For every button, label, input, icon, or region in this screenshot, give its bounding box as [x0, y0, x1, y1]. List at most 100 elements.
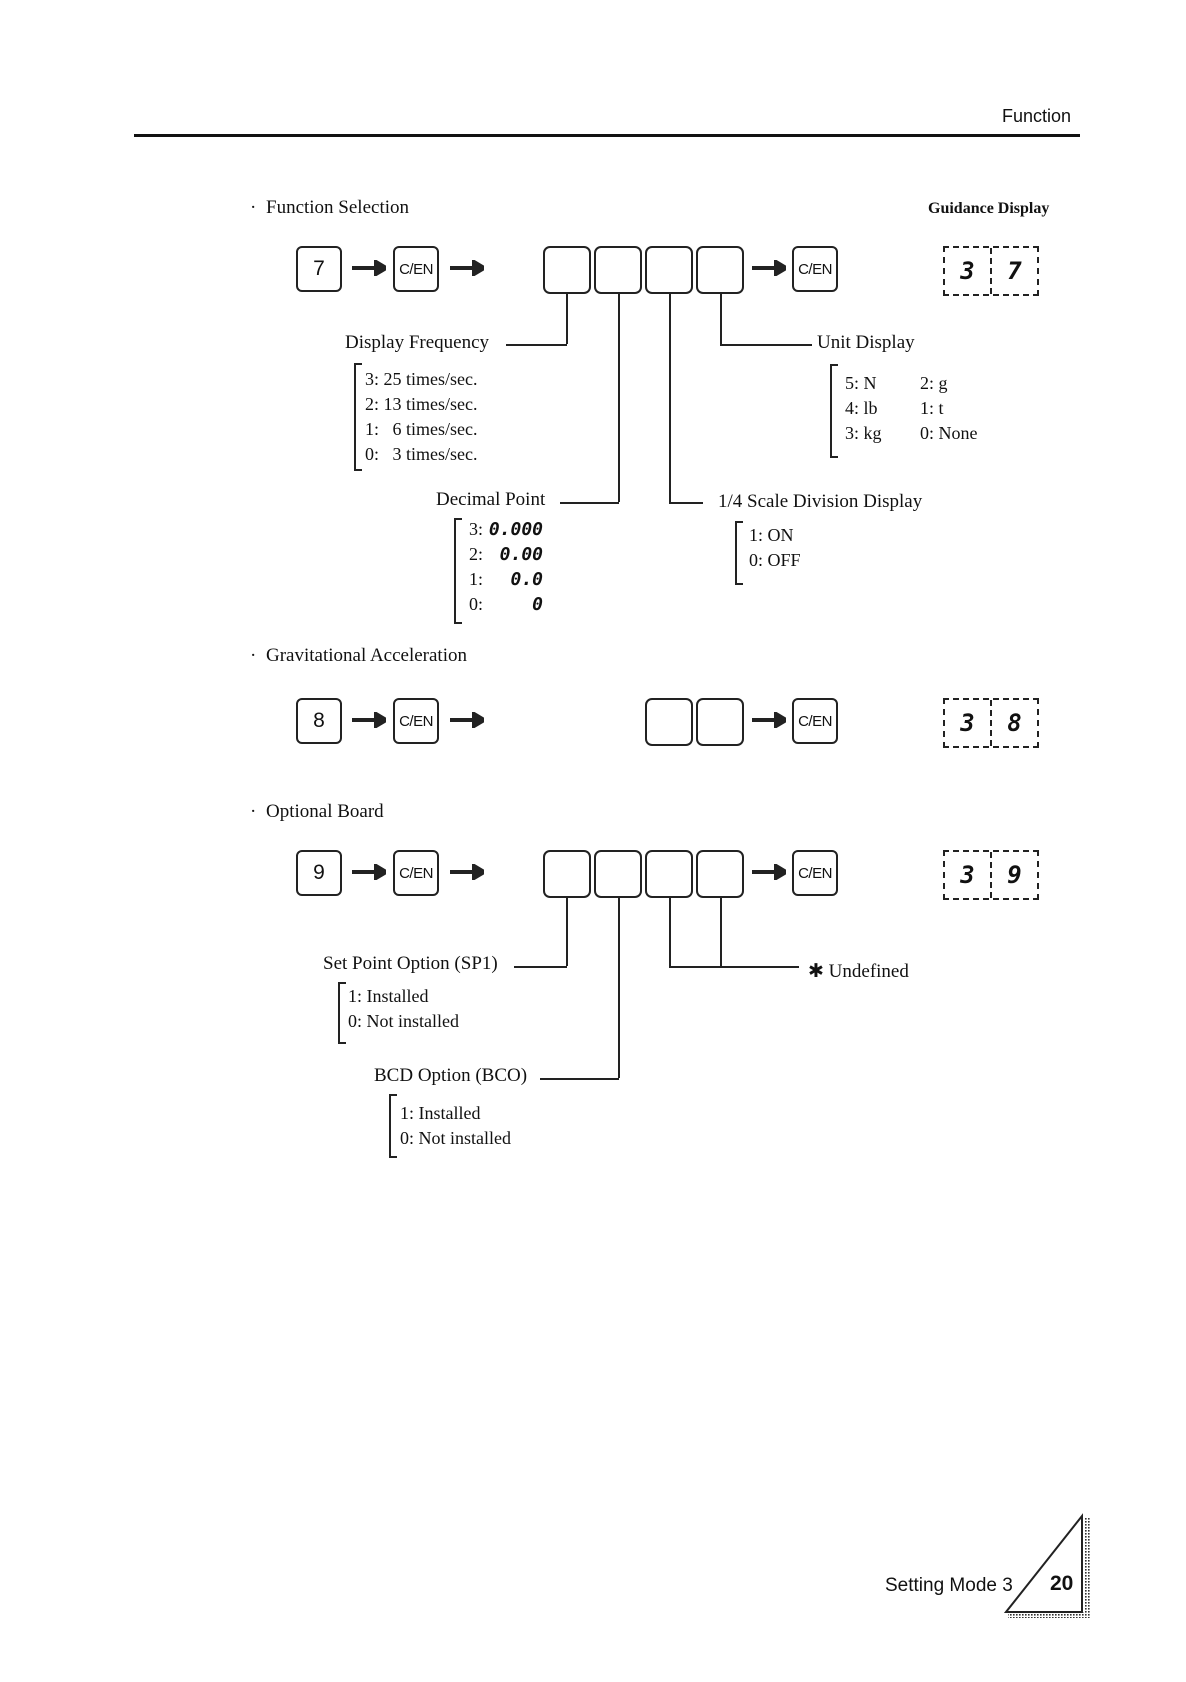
option: 1: t — [920, 398, 944, 418]
connector-line — [669, 898, 671, 966]
arrow-icon — [752, 864, 786, 880]
footer-chapter: Setting Mode 3 — [885, 1575, 1013, 1596]
connector-line — [669, 502, 703, 504]
guidance-display-header: Guidance Display — [928, 200, 1050, 217]
digit-box-1[interactable] — [543, 246, 591, 294]
cen-button[interactable]: C/EN — [393, 850, 439, 896]
option: 0: Not installed — [348, 1011, 459, 1031]
option: 5: N — [845, 373, 877, 393]
option: 1: Installed — [400, 1103, 481, 1123]
option: 0: 3 times/sec. — [365, 444, 478, 464]
guidance-digit: 3 — [960, 861, 975, 889]
guidance-digit: 9 — [990, 852, 1037, 898]
section-title: Optional Board — [266, 801, 384, 822]
unit-display-col1: 5: N 4: lb 3: kg — [845, 371, 882, 446]
option: 1:0.0 — [469, 569, 544, 590]
connector-line — [566, 294, 568, 344]
digit-box-1[interactable] — [543, 850, 591, 898]
section-gravitational: ·Gravitational Acceleration — [250, 645, 467, 666]
arrow-icon — [352, 260, 386, 276]
digit-box-3[interactable] — [645, 246, 693, 294]
display-frequency-label: Display Frequency — [345, 332, 490, 353]
scale-division-options: 1: ON 0: OFF — [749, 523, 801, 573]
bracket — [389, 1094, 397, 1158]
guidance-display-37: 3 7 — [943, 246, 1039, 296]
option: 2: g — [920, 373, 948, 393]
guidance-digit: 8 — [990, 700, 1037, 746]
guidance-display-39: 3 9 — [943, 850, 1039, 900]
header-title: Function — [1002, 106, 1072, 126]
option: 0: Not installed — [400, 1128, 511, 1148]
option: 2: 13 times/sec. — [365, 394, 478, 414]
arrow-icon — [450, 260, 484, 276]
connector-line — [720, 898, 722, 966]
option: 1: 6 times/sec. — [365, 419, 478, 439]
digit-box-2[interactable] — [696, 698, 744, 746]
key-9-button[interactable]: 9 — [296, 850, 342, 896]
connector-line — [506, 344, 567, 346]
option: 0:0 — [469, 594, 544, 615]
section-title: Function Selection — [266, 197, 410, 218]
cen-button[interactable]: C/EN — [792, 698, 838, 744]
arrow-icon — [352, 864, 386, 880]
bracket — [454, 518, 462, 624]
digit-box-4[interactable] — [696, 850, 744, 898]
cen-button[interactable]: C/EN — [393, 246, 439, 292]
bracket — [338, 982, 346, 1044]
connector-line — [720, 294, 722, 344]
header-rule — [134, 134, 1080, 137]
cen-button[interactable]: C/EN — [792, 246, 838, 292]
decimal-point-label: Decimal Point — [436, 489, 546, 510]
bracket — [735, 521, 743, 585]
cen-button[interactable]: C/EN — [792, 850, 838, 896]
option: 0: OFF — [749, 550, 801, 570]
digit-box-4[interactable] — [696, 246, 744, 294]
arrow-icon — [752, 712, 786, 728]
option: 3: 25 times/sec. — [365, 369, 478, 389]
guidance-digit: 3 — [960, 709, 975, 737]
option: 1: ON — [749, 525, 794, 545]
digit-box-1[interactable] — [645, 698, 693, 746]
unit-display-col2: 2: g 1: t 0: None — [920, 371, 978, 446]
option: 1: Installed — [348, 986, 429, 1006]
connector-line — [566, 898, 568, 966]
scale-division-label: 1/4 Scale Division Display — [718, 491, 923, 512]
connector-line — [514, 966, 567, 968]
option: 3: kg — [845, 423, 882, 443]
option: 0: None — [920, 423, 978, 443]
digit-box-2[interactable] — [594, 246, 642, 294]
bracket — [354, 363, 362, 471]
connector-line — [669, 966, 799, 968]
page-corner-triangle-icon — [1004, 1513, 1090, 1618]
option: 2:0.00 — [469, 544, 544, 565]
arrow-icon — [450, 712, 484, 728]
cen-button[interactable]: C/EN — [393, 698, 439, 744]
guidance-digit: 7 — [990, 248, 1037, 294]
bcd-label: BCD Option (BCO) — [374, 1065, 528, 1086]
section-title: Gravitational Acceleration — [266, 645, 467, 666]
guidance-display-38: 3 8 — [943, 698, 1039, 748]
connector-line — [720, 344, 812, 346]
connector-line — [618, 294, 620, 502]
arrow-icon — [450, 864, 484, 880]
connector-line — [560, 502, 619, 504]
unit-display-label: Unit Display — [817, 332, 915, 353]
key-8-button[interactable]: 8 — [296, 698, 342, 744]
key-7-button[interactable]: 7 — [296, 246, 342, 292]
page-number: 20 — [1050, 1572, 1074, 1595]
undefined-label: ✱ Undefined — [808, 961, 909, 982]
connector-line — [540, 1078, 619, 1080]
digit-box-3[interactable] — [645, 850, 693, 898]
option: 4: lb — [845, 398, 878, 418]
arrow-icon — [752, 260, 786, 276]
display-frequency-options: 3: 25 times/sec. 2: 13 times/sec. 1: 6 t… — [365, 367, 477, 467]
guidance-digit: 3 — [960, 257, 975, 285]
connector-line — [669, 294, 671, 502]
set-point-options: 1: Installed 0: Not installed — [348, 984, 459, 1034]
option: 3:0.000 — [469, 519, 544, 540]
set-point-label: Set Point Option (SP1) — [323, 953, 498, 974]
section-optional-board: ·Optional Board — [250, 801, 384, 822]
bcd-options: 1: Installed 0: Not installed — [400, 1101, 511, 1151]
digit-box-2[interactable] — [594, 850, 642, 898]
decimal-point-options: 3:0.000 2:0.00 1:0.0 0:0 — [469, 517, 543, 617]
